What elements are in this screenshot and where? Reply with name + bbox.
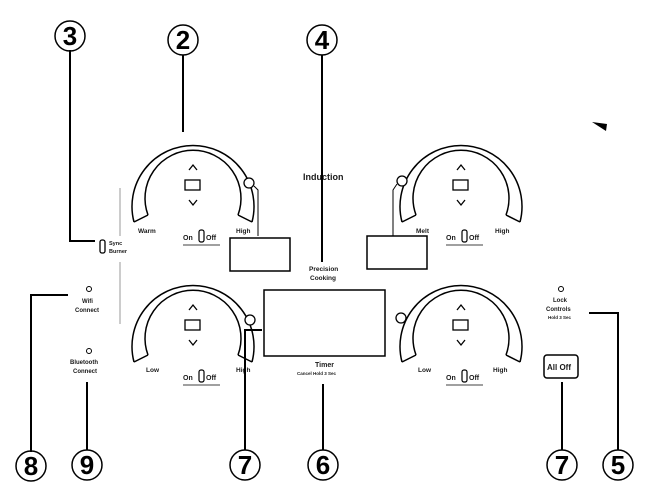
callout-5: 5 — [602, 449, 634, 481]
off-label: Off — [206, 235, 217, 242]
indicator-light — [244, 314, 256, 326]
lock-indicator[interactable] — [558, 286, 564, 292]
leader-line-3 — [69, 50, 95, 242]
indicator-light — [243, 177, 255, 189]
knob-high-label: High — [495, 228, 509, 235]
callout-7-left: 7 — [229, 449, 261, 481]
knob-bottom-right[interactable]: Low High On Off — [399, 284, 523, 386]
leader-line-5 — [589, 312, 619, 450]
display-right — [366, 235, 428, 270]
callout-number: 2 — [176, 25, 190, 55]
off-label: Off — [206, 375, 217, 382]
knob-bottom-left[interactable]: Low High On Off — [131, 284, 255, 386]
chevron-up-icon[interactable] — [456, 163, 466, 171]
off-label: Off — [469, 235, 480, 242]
display-left — [229, 237, 291, 272]
bluetooth-line1: Bluetooth — [70, 360, 98, 366]
on-label: On — [446, 375, 456, 382]
callout-number: 7 — [238, 450, 252, 480]
callout-3: 3 — [54, 20, 86, 52]
timer-title: Timer — [315, 362, 334, 369]
callout-4: 4 — [306, 24, 338, 56]
all-off-label: All Off — [547, 363, 571, 372]
knob-low-label: Low — [418, 367, 432, 374]
on-label: On — [446, 235, 456, 242]
precision-line2: Cooking — [310, 275, 336, 282]
lock-line3: Hold 3 Sec — [548, 315, 572, 320]
callout-2: 2 — [167, 24, 199, 56]
chevron-up-icon[interactable] — [456, 303, 466, 311]
indicator-light — [396, 175, 408, 187]
knob-low-label: Low — [146, 367, 160, 374]
callout-6: 6 — [307, 449, 339, 481]
chevron-down-icon[interactable] — [456, 199, 466, 207]
leader-line-8 — [30, 294, 68, 452]
chevron-up-icon[interactable] — [188, 303, 198, 311]
chevron-down-icon[interactable] — [188, 339, 198, 347]
knob-high-label: High — [236, 367, 250, 374]
callout-7-right: 7 — [546, 449, 578, 481]
on-off-toggle[interactable] — [461, 229, 468, 243]
wifi-indicator[interactable] — [86, 286, 92, 292]
on-off-toggle[interactable] — [198, 229, 205, 243]
callout-number: 9 — [80, 450, 94, 480]
chevron-up-icon[interactable] — [188, 163, 198, 171]
bluetooth-line2: Connect — [73, 369, 97, 375]
on-off-toggle[interactable] — [198, 369, 205, 383]
lock-line2: Controls — [546, 307, 571, 313]
sync-line1: Sync — [109, 241, 122, 247]
knob-high-label: High — [236, 228, 250, 235]
on-label: On — [183, 375, 193, 382]
chevron-down-icon[interactable] — [188, 199, 198, 207]
level-display — [452, 319, 469, 331]
callout-number: 4 — [315, 25, 330, 55]
callout-9: 9 — [71, 449, 103, 481]
sync-burner-button[interactable] — [99, 239, 106, 254]
callout-number: 8 — [24, 451, 38, 481]
on-off-toggle[interactable] — [461, 369, 468, 383]
sync-line2: Burner — [109, 249, 128, 255]
callout-number: 3 — [63, 21, 77, 51]
knob-top-left[interactable]: Warm High On Off — [131, 144, 255, 246]
arrowhead-mark — [592, 122, 607, 131]
level-display — [184, 179, 201, 191]
leader-line-7-left — [244, 329, 262, 450]
wifi-line2: Connect — [75, 308, 99, 314]
callout-number: 5 — [611, 450, 625, 480]
center-label: Induction — [303, 172, 344, 182]
lock-line1: Lock — [553, 298, 568, 304]
level-display — [184, 319, 201, 331]
wifi-line1: Wifi — [82, 299, 93, 305]
timer-display — [263, 289, 386, 357]
level-display — [452, 179, 469, 191]
indicator-light — [395, 312, 407, 324]
precision-line1: Precision — [309, 266, 338, 273]
callout-8: 8 — [15, 450, 47, 482]
knob-top-right[interactable]: Melt High On Off — [399, 144, 523, 246]
knob-low-label: Warm — [138, 228, 156, 235]
on-label: On — [183, 235, 193, 242]
bluetooth-indicator[interactable] — [86, 348, 92, 354]
all-off-button[interactable] — [543, 354, 579, 379]
knob-high-label: High — [493, 367, 507, 374]
timer-sub: Cancel Hold 3 Sec — [297, 371, 337, 376]
callout-number: 7 — [555, 450, 569, 480]
callout-number: 6 — [316, 450, 330, 480]
chevron-down-icon[interactable] — [456, 339, 466, 347]
knob-low-label: Melt — [416, 228, 430, 235]
off-label: Off — [469, 375, 480, 382]
